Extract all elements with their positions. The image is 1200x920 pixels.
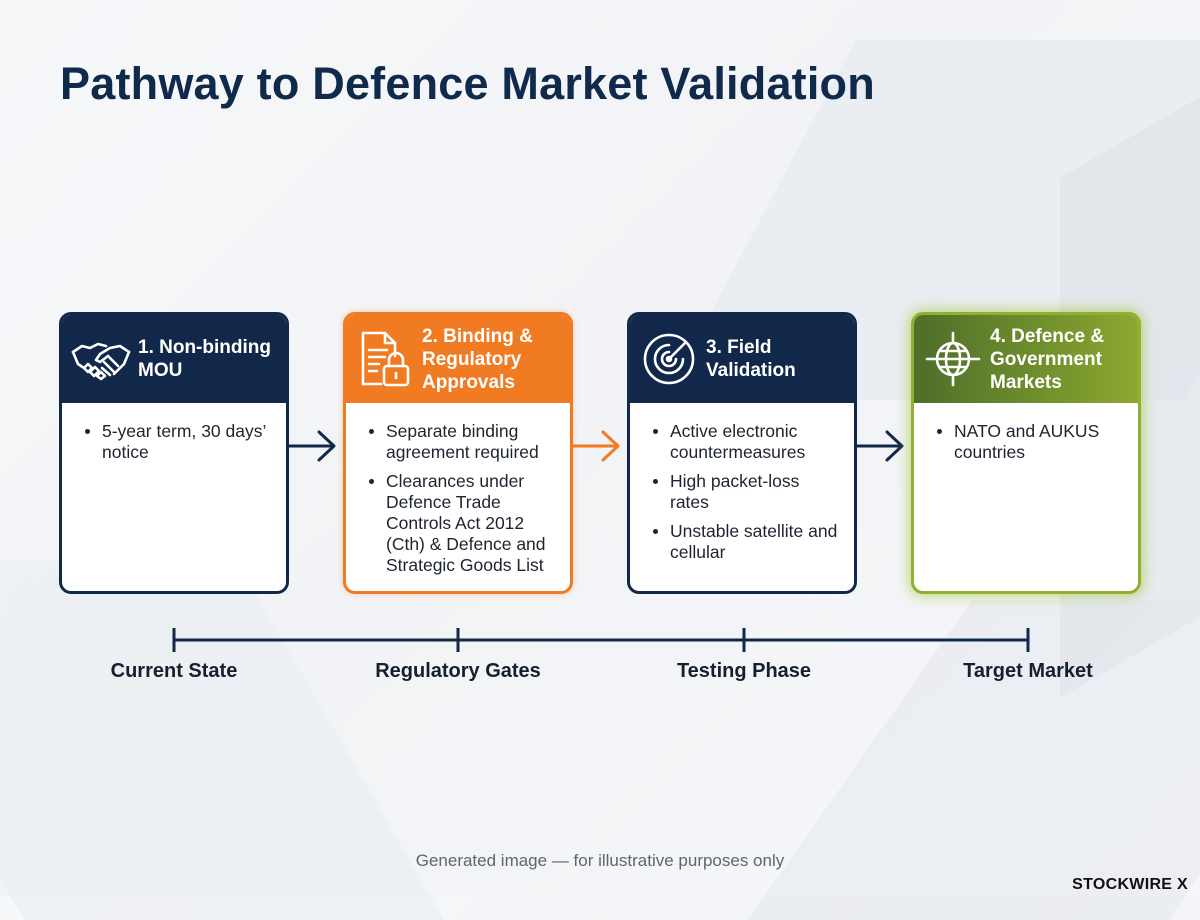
stage-card-header: 2. Binding & Regulatory Approvals (346, 315, 570, 403)
stage-bullet-list: 5-year term, 30 days’ notice (84, 421, 274, 463)
stage-title: 3. Field Validation (706, 337, 796, 381)
stage-bullet: Clearances under Defence Trade Controls … (368, 471, 558, 576)
timeline-axis (172, 628, 1030, 652)
brand-logo: STOCKWIRE X (1072, 876, 1188, 893)
arrow-right-icon (289, 430, 336, 462)
stage-bullet: 5-year term, 30 days’ notice (84, 421, 274, 463)
stage-title: 1. Non-binding MOU (138, 337, 271, 381)
timeline-label: Current State (110, 660, 238, 682)
stage-bullet-list: NATO and AUKUS countries (936, 421, 1126, 463)
stage-card-3: 3. Field Validation Active electronic co… (627, 312, 857, 594)
stage-card-header: 3. Field Validation (630, 315, 854, 403)
document-lock-icon (354, 328, 416, 390)
radar-icon (638, 328, 700, 390)
arrow-right-icon (857, 430, 904, 462)
stage-card-1: 1. Non-binding MOU 5-year term, 30 days’… (59, 312, 289, 594)
stage-bullet-list: Active electronic countermeasures High p… (652, 421, 842, 563)
arrow-right-icon (573, 430, 620, 462)
stage-bullet: Active electronic countermeasures (652, 421, 842, 463)
stage-card-header: 1. Non-binding MOU (62, 315, 286, 403)
stage-bullet: Separate binding agreement required (368, 421, 558, 463)
timeline-label: Target Market (963, 660, 1093, 682)
timeline-label: Testing Phase (676, 660, 812, 682)
stage-card-header: 4. Defence & Government Markets (914, 315, 1138, 403)
stage-title: 4. Defence & Government Markets (990, 325, 1105, 393)
globe-crosshair-icon (922, 328, 984, 390)
handshake-icon (70, 328, 132, 390)
stage-bullet-list: Separate binding agreement required Clea… (368, 421, 558, 576)
stage-title: 2. Binding & Regulatory Approvals (422, 325, 533, 393)
footnote: Generated image — for illustrative purpo… (415, 851, 785, 870)
stage-card-4: 4. Defence & Government Markets NATO and… (911, 312, 1141, 594)
stage-bullet: Unstable satellite and cellular (652, 521, 842, 563)
page-title: Pathway to Defence Market Validation (60, 58, 875, 109)
stage-bullet: NATO and AUKUS countries (936, 421, 1126, 463)
stage-card-2: 2. Binding & Regulatory Approvals Separa… (343, 312, 573, 594)
timeline-label: Regulatory Gates (375, 660, 541, 682)
stage-bullet: High packet-loss rates (652, 471, 842, 513)
